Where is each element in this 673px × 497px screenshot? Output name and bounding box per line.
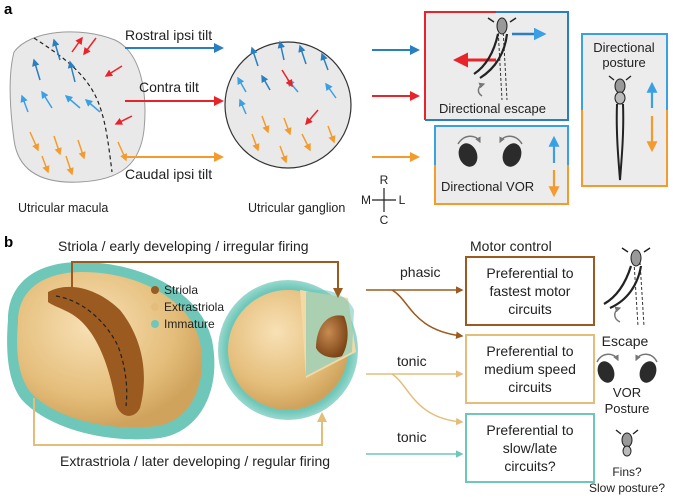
directional-escape-box: Directional escape (424, 11, 569, 121)
ganglion-sphere-illustration (218, 280, 358, 420)
sphere-striola-core (316, 315, 348, 358)
striola-pathway-label: Striola / early developing / irregular f… (58, 238, 309, 254)
ganglion-outputs (372, 45, 420, 162)
escape-fish-icon (473, 17, 517, 101)
fastest-circuits-box: Preferential to fastest motor circuits (465, 256, 595, 326)
medium-line-2: medium speed (484, 361, 576, 377)
striola-region (48, 286, 144, 416)
rostral-tilt-label: Rostral ipsi tilt (125, 27, 212, 43)
compass-l: L (399, 193, 406, 207)
ganglion-circle (224, 41, 352, 169)
tonic-label-1: tonic (397, 353, 427, 369)
extrastriola-pathway-label: Extrastriola / later developing / regula… (60, 453, 330, 469)
fins-outcome-label: Fins? (612, 465, 642, 479)
utricle-flat-illustration (7, 262, 215, 440)
slow-line-2: slow/late (503, 440, 558, 456)
motor-control-label: Motor control (470, 238, 552, 254)
escape-label: Directional escape (439, 101, 546, 116)
compass-c: C (380, 213, 389, 227)
posture-fish-icon (608, 75, 632, 181)
panel-a-letter: a (4, 1, 13, 18)
utricular-ganglion: Utricular ganglion (224, 40, 352, 215)
compass-r: R (380, 173, 389, 187)
ganglion-arrows (237, 40, 337, 164)
vor-label: Directional VOR (441, 179, 534, 194)
fastest-line-2: fastest motor (490, 283, 571, 299)
posture-outcome-label: Posture (605, 401, 650, 416)
legend-striola-swatch (151, 286, 159, 294)
macula-striola-line (33, 37, 113, 173)
vor-outcome-label: VOR (613, 385, 641, 400)
tissue-legend: Striola Extrastriola Immature (151, 283, 224, 331)
posture-box-bg (582, 34, 667, 186)
escape-outcome-icon (603, 247, 651, 327)
tonic-label-2: tonic (397, 429, 427, 445)
utricular-macula: Utricular macula (9, 31, 146, 215)
extrastriola-connector (33, 398, 327, 446)
slow-circuits-box: Preferential to slow/late circuits? (465, 413, 595, 483)
slow-line-1: Preferential to (486, 422, 573, 438)
compass-m: M (361, 193, 371, 207)
phasic-arrow-2 (391, 289, 464, 340)
fins-outcome-icon (615, 429, 639, 457)
macula-arrows (20, 36, 133, 176)
directional-vor-box: Directional VOR (434, 125, 569, 205)
panel-b: b Striola Extrastriola Immature Striola (4, 234, 665, 495)
slow-posture-outcome-label: Slow posture? (589, 481, 665, 495)
contra-tilt-label: Contra tilt (139, 79, 199, 95)
caudal-tilt-label: Caudal ipsi tilt (125, 166, 212, 182)
panel-b-letter: b (4, 234, 13, 251)
striola-connector (71, 261, 343, 298)
directional-posture-box: Directional posture (581, 33, 668, 187)
ganglion-label: Utricular ganglion (248, 201, 345, 215)
legend-extrastriola-swatch (151, 303, 159, 311)
macula-label: Utricular macula (18, 201, 108, 215)
medium-line-3: circuits (508, 379, 552, 395)
vor-outcome-icon (596, 353, 658, 383)
escape-outcome-label: Escape (602, 333, 649, 349)
vor-eyes-icon (457, 135, 523, 167)
medium-line-1: Preferential to (486, 343, 573, 359)
fastest-line-3: circuits (508, 301, 552, 317)
legend-immature-swatch (151, 320, 159, 328)
panel-a: a (4, 1, 668, 227)
tonic-arrow-2 (391, 373, 464, 426)
posture-label-1: Directional (593, 40, 655, 55)
legend-immature-label: Immature (164, 317, 215, 331)
orientation-compass: R C M L (361, 173, 406, 227)
legend-extrastriola-label: Extrastriola (164, 300, 224, 314)
posture-label-2: posture (602, 55, 645, 70)
macula-shape (9, 31, 146, 183)
phasic-label: phasic (400, 264, 440, 280)
medium-circuits-box: Preferential to medium speed circuits (465, 334, 595, 404)
fastest-line-1: Preferential to (486, 265, 573, 281)
legend-striola-label: Striola (164, 283, 198, 297)
slow-line-3: circuits? (504, 458, 556, 474)
tilt-inputs: Rostral ipsi tilt Contra tilt Caudal ips… (125, 27, 224, 182)
